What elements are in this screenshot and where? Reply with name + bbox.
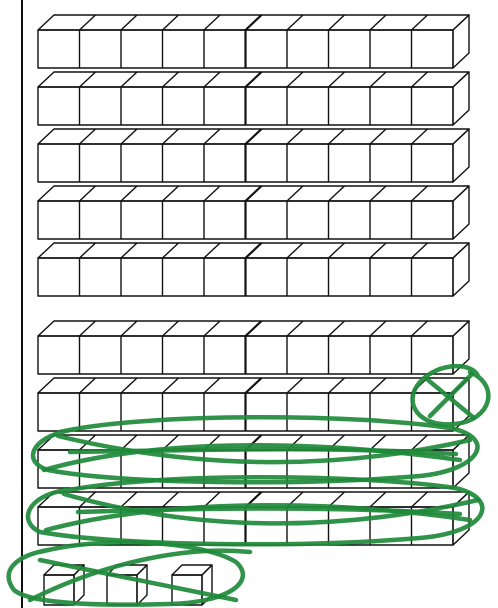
ten-rod — [38, 15, 469, 68]
unit-cubes — [44, 565, 212, 605]
unit-cube — [107, 565, 147, 605]
ten-rod — [38, 321, 469, 374]
ten-rod — [38, 72, 469, 125]
green-marker-marks — [9, 366, 489, 605]
ten-rod — [38, 186, 469, 239]
ten-rods — [38, 15, 469, 545]
ten-rod — [38, 129, 469, 182]
ten-rod — [38, 243, 469, 296]
